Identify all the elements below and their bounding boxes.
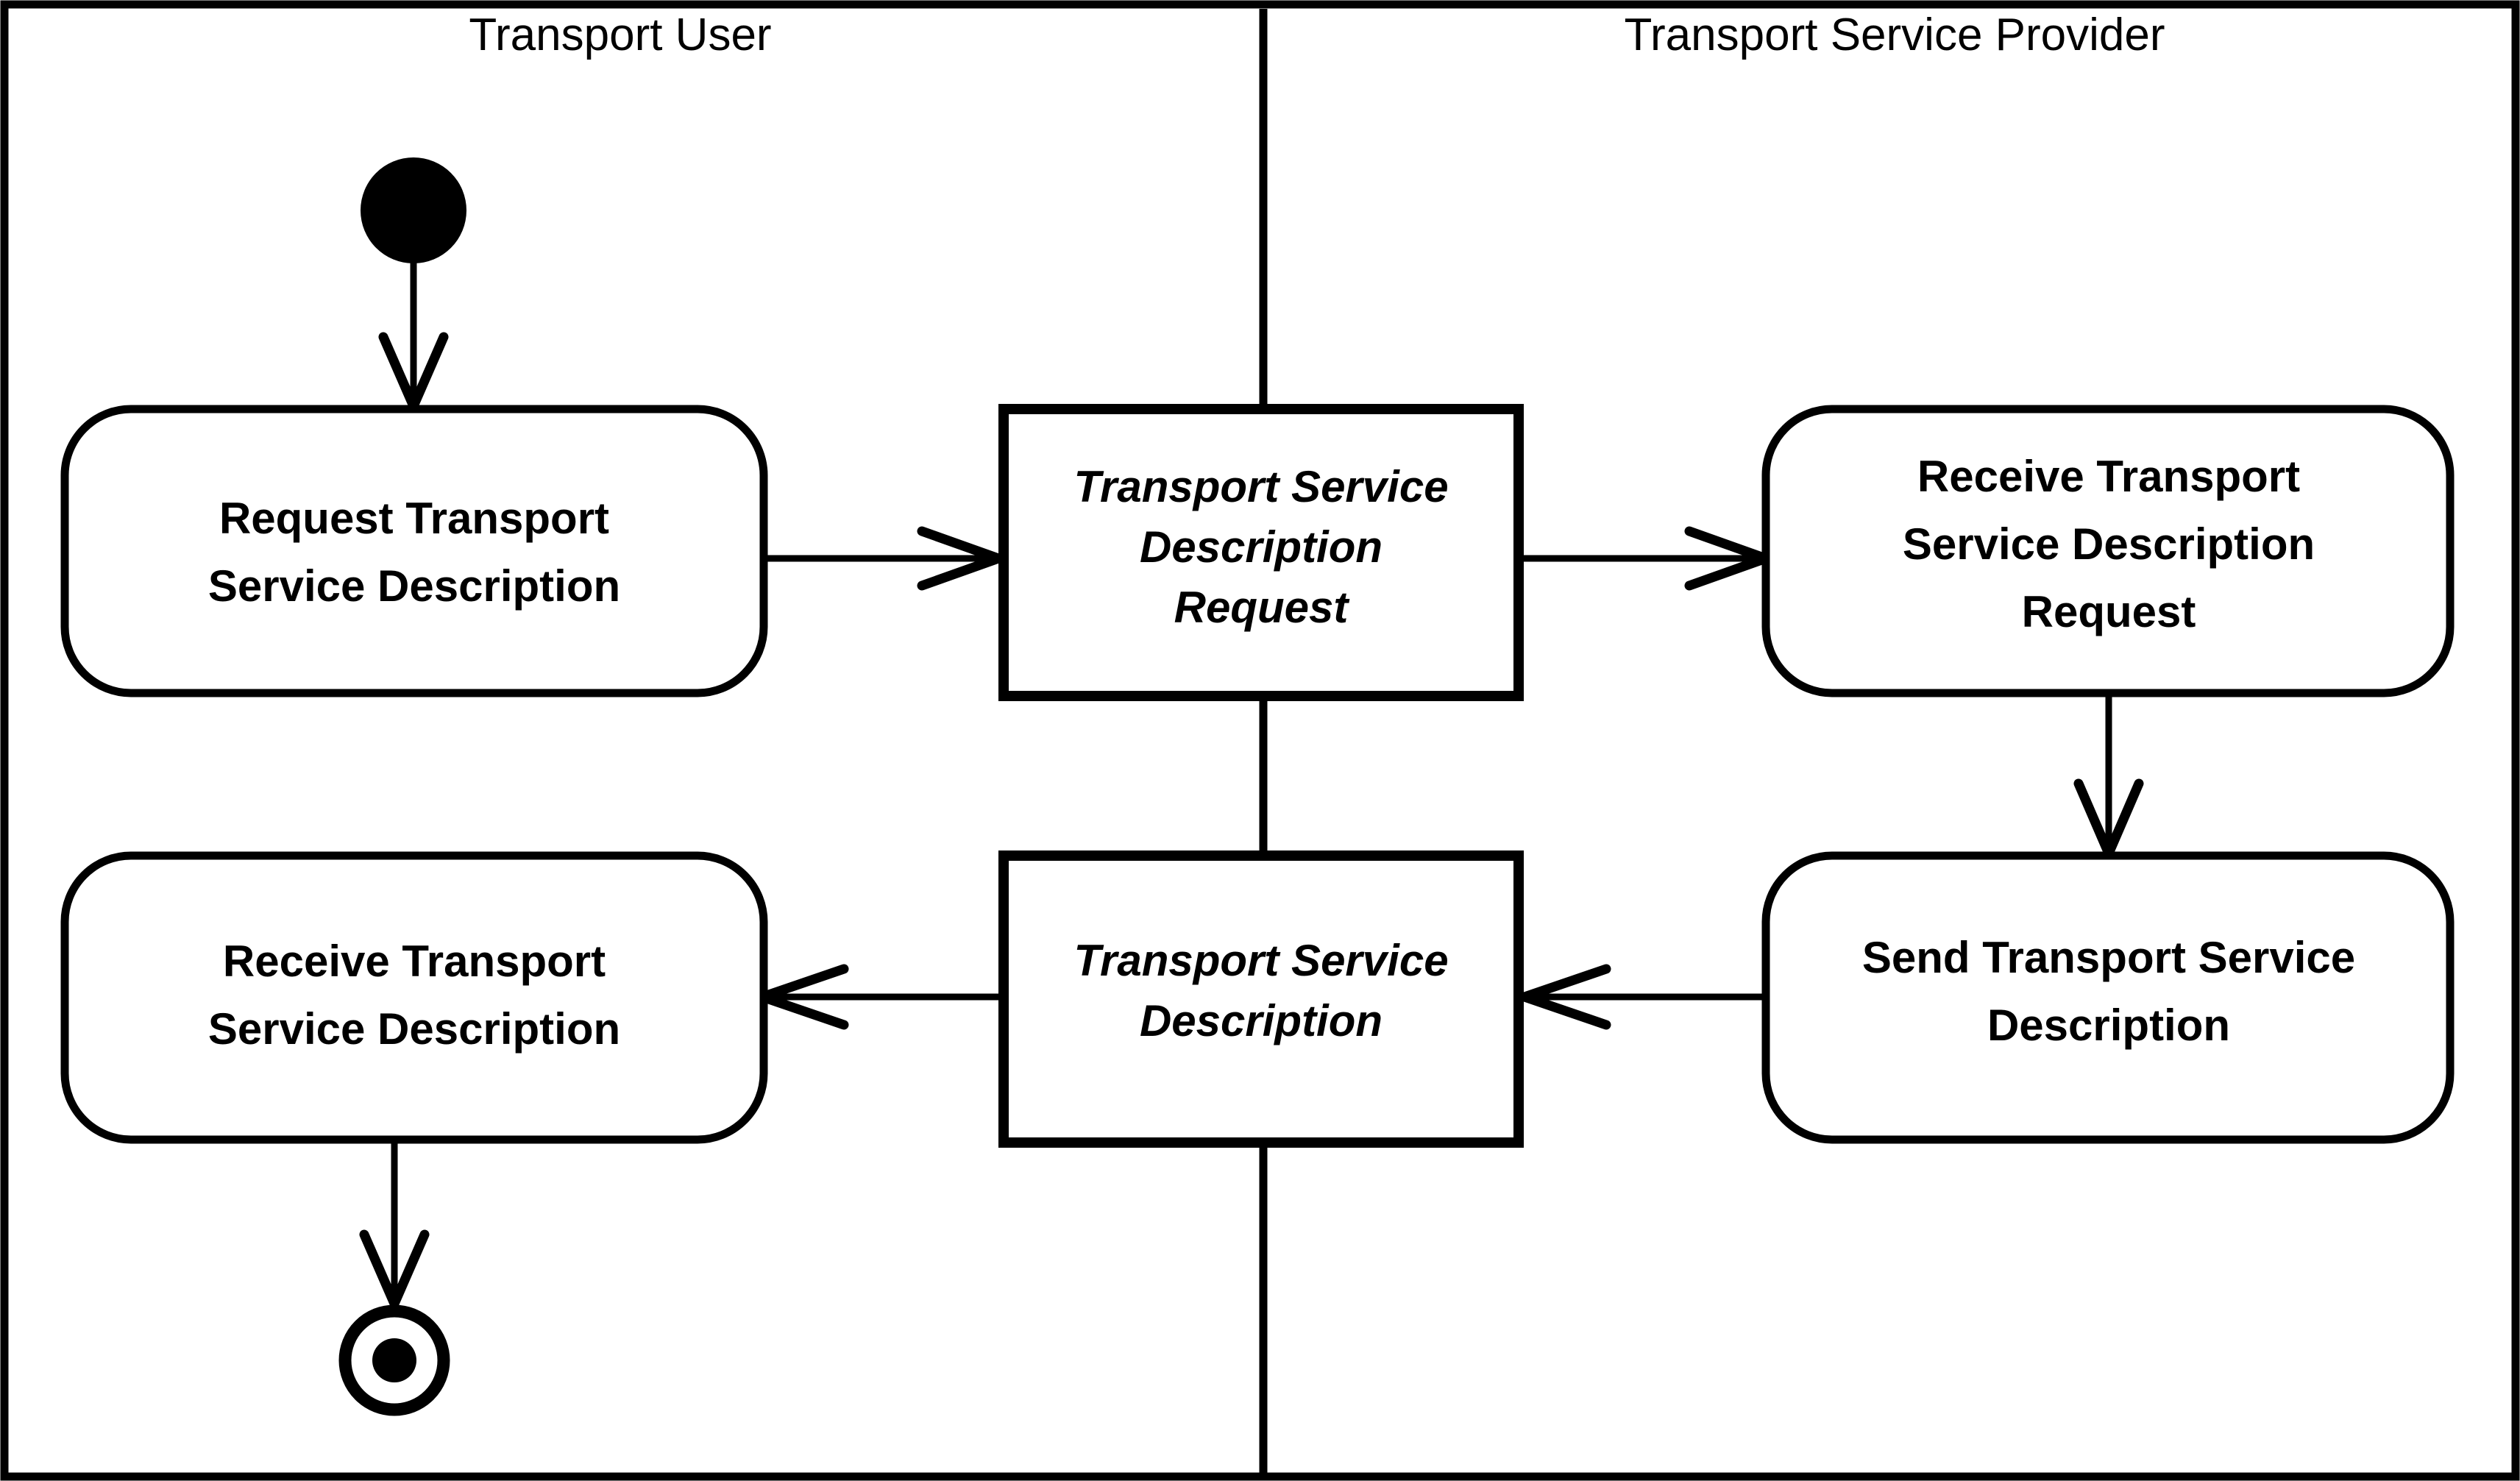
object-node-tsd-line-1: Transport Service: [1073, 936, 1448, 985]
action-node-receive-tsd-line-1: Receive Transport: [223, 937, 606, 986]
object-node-tsd-request-line-2: Description: [1140, 522, 1383, 572]
action-node-receive-request-line-1: Receive Transport: [1917, 452, 2300, 501]
initial-node: [361, 157, 466, 263]
action-node-receive-tsd-line-2: Service Description: [208, 1004, 620, 1054]
action-node-send-transport-service-description[interactable]: [1761, 851, 2455, 1144]
arrowhead-left-to-tsd-object: [1509, 964, 1611, 1030]
object-node-transport-service-description-request[interactable]: [998, 404, 1524, 701]
action-node-send-tsd-line-1: Send Transport Service: [1862, 933, 2355, 982]
lane-title-transport-user: Transport User: [469, 10, 771, 60]
action-node-send-tsd-line-2: Description: [1987, 1001, 2230, 1050]
action-node-receive-transport-service-description[interactable]: [60, 851, 768, 1144]
object-node-tsd-request-line-1: Transport Service: [1073, 462, 1448, 511]
lane-title-transport-service-provider: Transport Service Provider: [1624, 10, 2165, 60]
object-node-tsd-line-2: Description: [1140, 996, 1383, 1045]
action-node-request-transport-service-description[interactable]: [60, 405, 768, 697]
final-node-center: [372, 1338, 416, 1382]
object-node-tsd-request-line-3: Request: [1174, 583, 1351, 632]
action-node-receive-request-line-3: Request: [2022, 587, 2196, 636]
action-node-request-line-2: Service Description: [208, 561, 620, 611]
arrowhead-down-to-final: [359, 1229, 430, 1316]
action-node-request-line-1: Request Transport: [219, 494, 609, 543]
action-node-receive-request-line-2: Service Description: [1903, 519, 2315, 569]
